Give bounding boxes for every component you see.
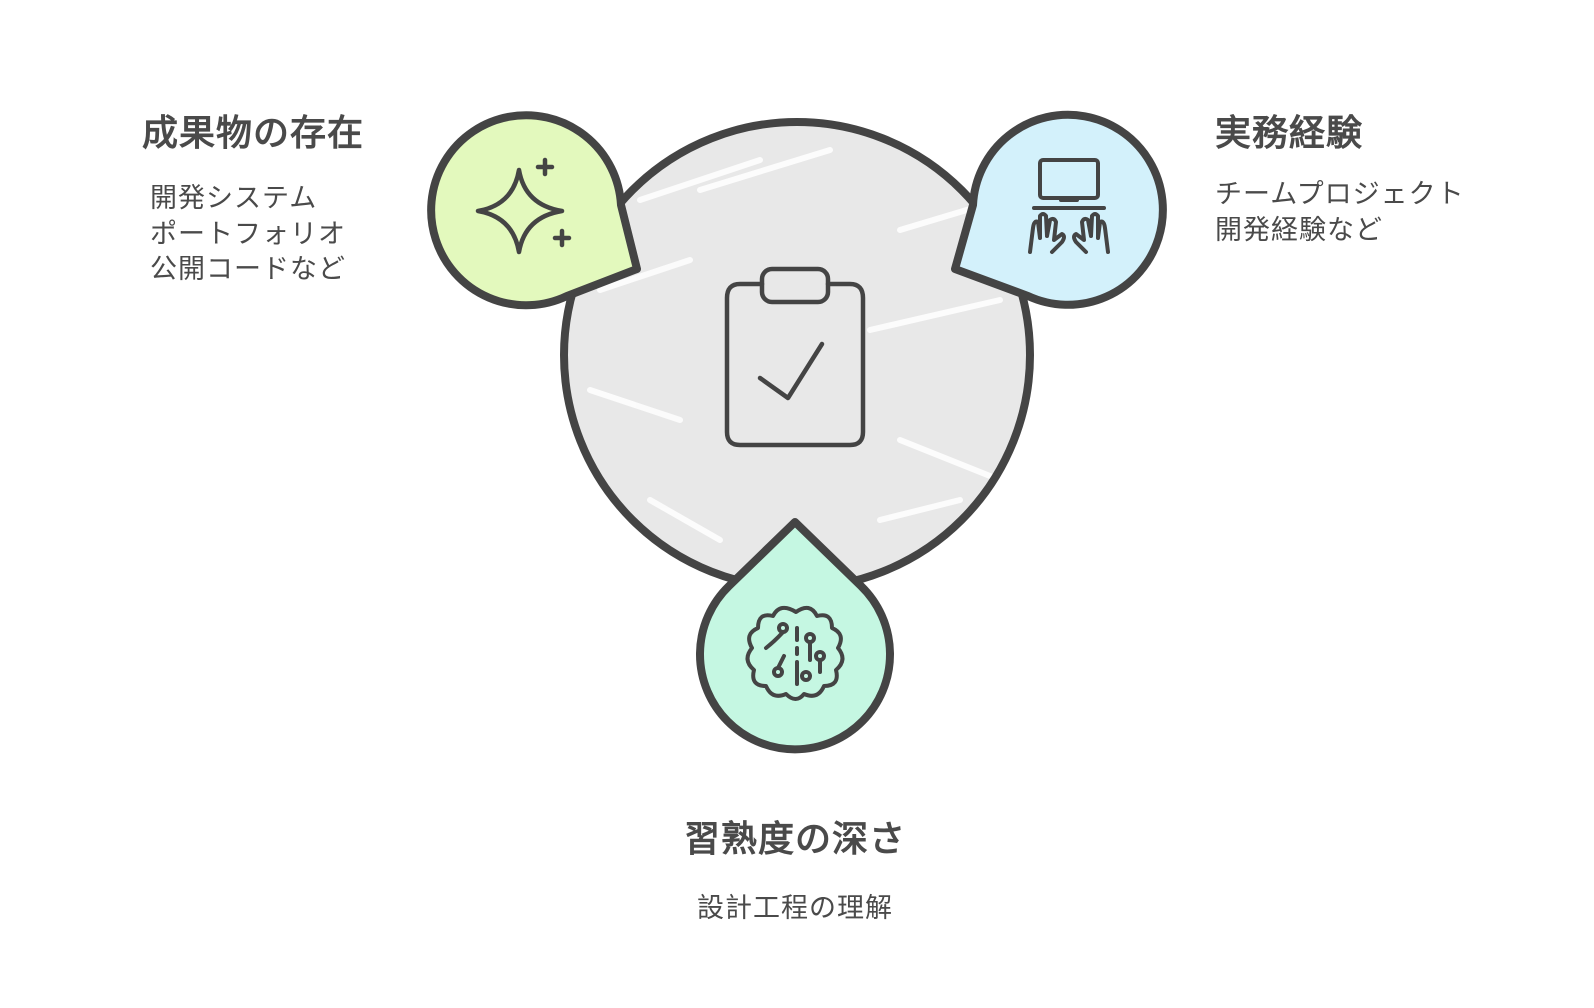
proficiency-title: 習熟度の深さ — [683, 819, 906, 860]
center-circle — [560, 118, 1034, 592]
artifacts-title: 成果物の存在 — [142, 113, 365, 154]
clipboard-check-icon — [724, 266, 866, 448]
artifacts-line: 公開コードなど — [150, 254, 346, 286]
experience-text-block: 実務経験 チームプロジェクト 開発経験など — [1215, 112, 1575, 248]
proficiency-line: 設計工程の理解 — [697, 893, 893, 925]
proficiency-text-block: 習熟度の深さ 設計工程の理解 — [500, 818, 1090, 927]
sparkle-icon — [475, 157, 572, 255]
artifacts-description: 開発システム ポートフォリオ 公開コードなど — [142, 181, 462, 288]
experience-line: 開発経験など — [1215, 214, 1383, 246]
artifacts-line: 開発システム — [150, 183, 318, 215]
laptop-hands-icon — [1028, 158, 1110, 254]
experience-title: 実務経験 — [1215, 113, 1364, 154]
artifacts-text-block: 成果物の存在 開発システム ポートフォリオ 公開コードなど — [142, 112, 462, 288]
artifacts-node — [427, 111, 641, 310]
proficiency-description: 設計工程の理解 — [500, 891, 1090, 927]
experience-line: チームプロジェクト — [1215, 179, 1465, 211]
artifacts-line: ポートフォリオ — [150, 218, 346, 250]
experience-description: チームプロジェクト 開発経験など — [1215, 177, 1575, 248]
brain-circuit-icon — [745, 605, 845, 701]
